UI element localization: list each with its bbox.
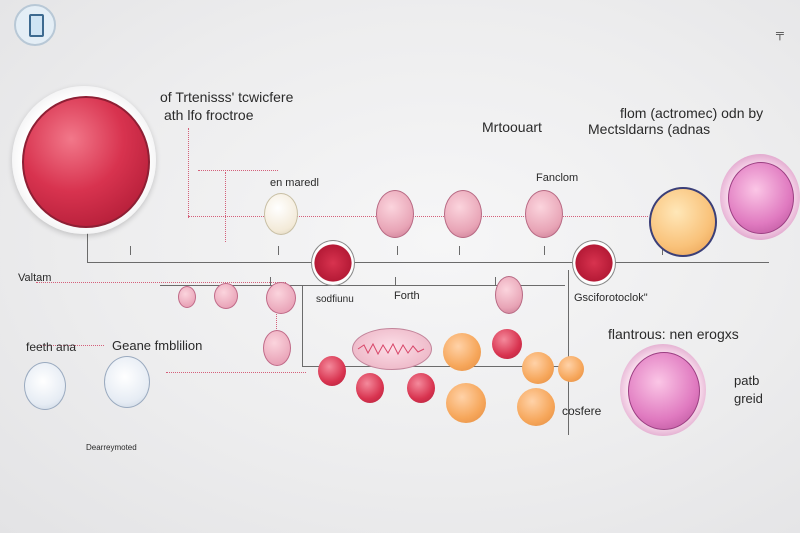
tick xyxy=(278,246,279,255)
mid-connector xyxy=(160,285,565,286)
orange-cell[interactable] xyxy=(558,356,584,382)
violet-cell[interactable] xyxy=(728,162,794,234)
red-cell[interactable] xyxy=(407,373,435,403)
dotted-guide xyxy=(188,128,189,218)
greid-label: greid xyxy=(734,391,763,406)
orange-cell[interactable] xyxy=(443,333,481,371)
tick xyxy=(495,277,496,286)
gsoforotock-label: Gsciforotoclok" xyxy=(574,292,648,304)
left-drop-line xyxy=(87,232,88,262)
pink-cell[interactable] xyxy=(525,190,563,238)
phone-badge-icon xyxy=(14,4,56,46)
title-line1: of Trtenisss' tcwicfere xyxy=(160,89,294,105)
dotted-guide xyxy=(36,282,286,283)
top-middle-label: Mrtoouart xyxy=(482,119,542,135)
small-pink-cell[interactable] xyxy=(266,282,296,314)
orange-cell[interactable] xyxy=(517,388,555,426)
valtam-label: Valtam xyxy=(18,272,52,284)
close-mark-icon: ╤ xyxy=(776,28,784,40)
pale-blue-cell[interactable] xyxy=(24,362,66,410)
flantrous-label: flantrous: nen erogxs xyxy=(608,326,739,342)
membrane-squiggle xyxy=(357,342,425,356)
membrane-ellipse[interactable] xyxy=(352,328,432,370)
dotted-guide xyxy=(198,170,278,171)
small-pink-cell[interactable] xyxy=(263,330,291,366)
dotted-guide xyxy=(166,372,306,373)
tick xyxy=(395,277,396,286)
cosfere-label: cosfere xyxy=(562,404,602,418)
orange-cell[interactable] xyxy=(522,352,554,384)
small-pink-cell[interactable] xyxy=(178,286,196,308)
pink-cell[interactable] xyxy=(376,190,414,238)
pale-blue-cell[interactable] xyxy=(104,356,150,408)
patb-label: patb xyxy=(734,373,760,388)
red-cell[interactable] xyxy=(356,373,384,403)
fanclom-label: Fanclom xyxy=(536,172,579,184)
pale-cell[interactable] xyxy=(264,193,298,235)
lower-short-drop xyxy=(302,286,303,366)
red-dotted-cell[interactable] xyxy=(572,240,616,286)
red-cell[interactable] xyxy=(318,356,346,386)
small-pink-cell[interactable] xyxy=(214,283,238,309)
dotted-guide xyxy=(188,216,648,217)
tick xyxy=(544,246,545,255)
top-right-line2: Mectsldarns (adnas xyxy=(588,121,711,137)
sodfiunu-label: sodfiunu xyxy=(316,294,354,305)
tick xyxy=(270,277,271,286)
right-drop-line xyxy=(568,270,569,435)
dotted-guide xyxy=(225,172,226,242)
red-dotted-cell[interactable] xyxy=(311,240,355,286)
lower-connector xyxy=(302,366,567,367)
forth-label: Forth xyxy=(394,290,420,302)
tick xyxy=(130,246,131,255)
main-connector xyxy=(87,262,769,263)
dotted-guide xyxy=(40,345,104,346)
orange-cell[interactable] xyxy=(649,187,717,257)
pink-cell[interactable] xyxy=(444,190,482,238)
violet-cell[interactable] xyxy=(628,352,700,430)
dearreymoted-label: Dearreymoted xyxy=(86,443,137,452)
feath-ana-label: feeth ana xyxy=(26,340,77,354)
large-ovum-cell[interactable] xyxy=(22,96,150,228)
tick xyxy=(459,246,460,255)
en-mared-label: en maredl xyxy=(270,177,319,189)
title-line2: ath lfo froctroe xyxy=(164,107,254,123)
tick xyxy=(397,246,398,255)
red-cell[interactable] xyxy=(492,329,522,359)
geane-fmbl-label: Geane fmblilion xyxy=(112,338,203,353)
pink-cell[interactable] xyxy=(495,276,523,314)
orange-cell[interactable] xyxy=(446,383,486,423)
top-right-line1: flom (actromec) odn by xyxy=(620,105,764,121)
